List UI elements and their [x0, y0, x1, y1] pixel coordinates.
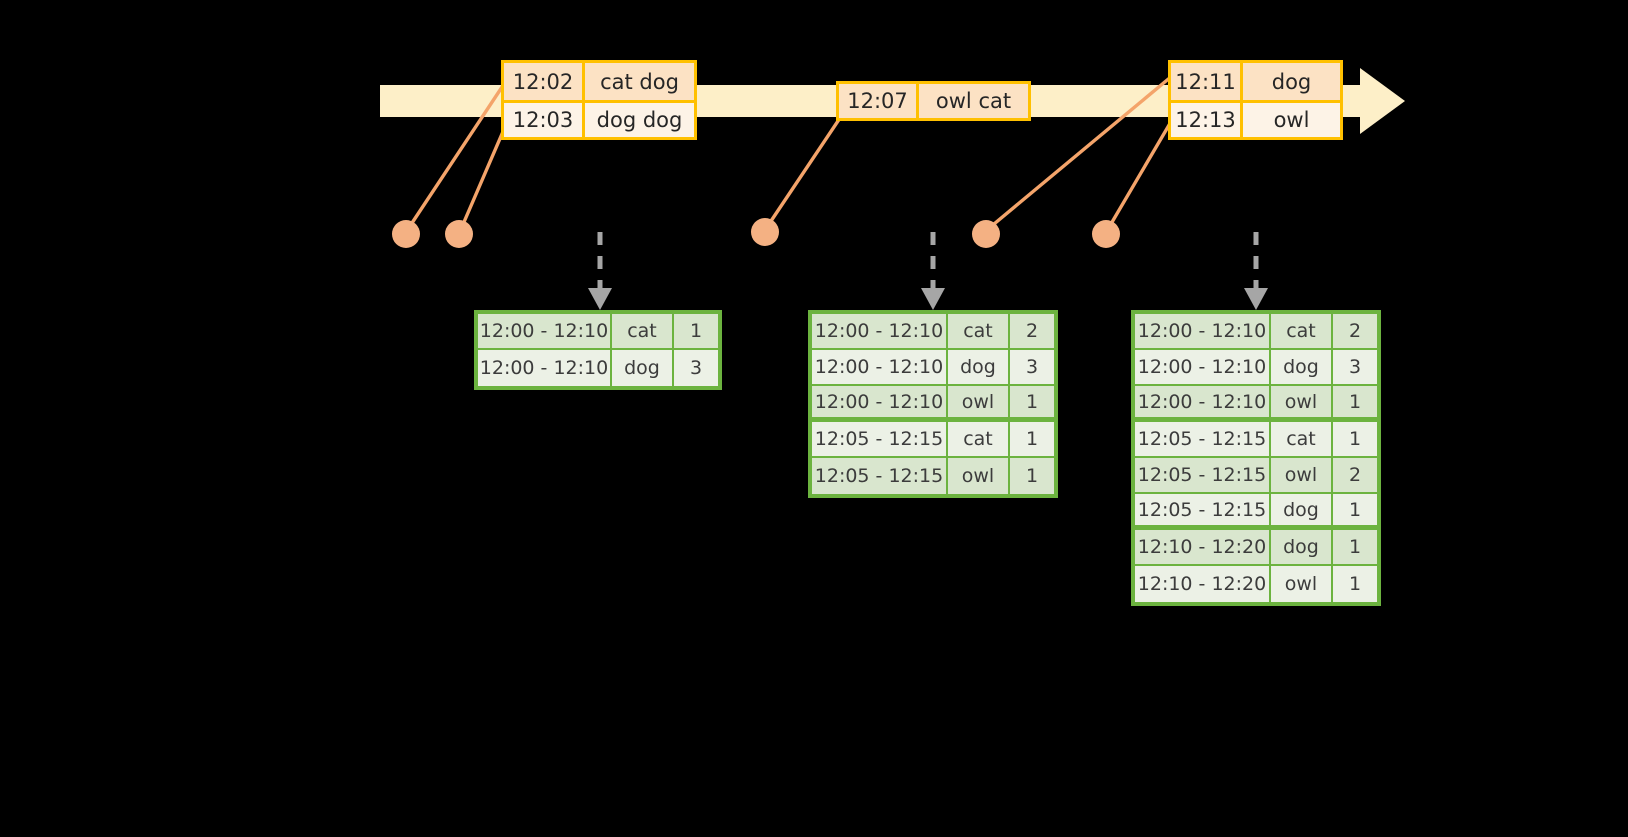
event-dot-5: [1092, 220, 1120, 248]
key-cell: owl: [1271, 458, 1333, 492]
window-cell: 12:00 - 12:10: [1135, 386, 1271, 417]
count-cell: 1: [1025, 465, 1039, 487]
key-cell: cat: [948, 422, 1010, 456]
window-cell: 12:00 - 12:10: [812, 314, 948, 348]
count-cell: 2: [1348, 320, 1362, 342]
key-cell: dog: [1271, 494, 1333, 525]
event-dot-2: [445, 220, 473, 248]
event-value: owl: [1273, 108, 1310, 132]
window-cell: 12:05 - 12:15: [1135, 422, 1271, 456]
window-cell: 12:05 - 12:15: [1135, 494, 1271, 525]
window-cell: 12:00 - 12:10: [812, 386, 948, 417]
event-time: 12:02: [504, 63, 585, 100]
key-cell: cat: [948, 314, 1010, 348]
event-box-3[interactable]: 12:11 dog 12:13 owl: [1168, 60, 1343, 140]
event-box-2[interactable]: 12:07 owl cat: [836, 81, 1031, 121]
event-value: owl cat: [935, 89, 1012, 113]
key-cell: cat: [1271, 314, 1333, 348]
connector-line-3: [765, 116, 842, 229]
emit-arrows: [588, 232, 1268, 310]
event-dots: [392, 218, 1120, 248]
window-cell: 12:05 - 12:15: [812, 422, 948, 456]
key-cell: dog: [1271, 530, 1333, 564]
event-time: 12:11: [1171, 63, 1243, 100]
window-cell: 12:10 - 12:20: [1135, 566, 1271, 602]
window-cell: 12:00 - 12:10: [1135, 314, 1271, 348]
key-cell: cat: [1271, 422, 1333, 456]
event-box-1[interactable]: 12:02 cat dog 12:03 dog dog: [501, 60, 697, 140]
count-cell: 1: [1348, 390, 1362, 413]
event-time: 12:07: [839, 84, 919, 118]
count-cell: 2: [1025, 320, 1039, 342]
window-cell: 12:05 - 12:15: [1135, 458, 1271, 492]
count-cell: 1: [1348, 498, 1362, 521]
emit-arrow-3: [1244, 232, 1268, 310]
connector-line-1: [406, 76, 510, 231]
window-cell: 12:00 - 12:10: [812, 350, 948, 384]
key-cell: dog: [1271, 350, 1333, 384]
event-dot-4: [972, 220, 1000, 248]
event-dot-3: [751, 218, 779, 246]
key-cell: dog: [948, 350, 1010, 384]
connector-line-5: [1106, 118, 1174, 231]
key-cell: owl: [948, 458, 1010, 494]
window-cell: 12:00 - 12:10: [1135, 350, 1271, 384]
emit-arrow-2: [921, 232, 945, 310]
key-cell: owl: [1271, 386, 1333, 417]
event-time: 12:03: [504, 103, 585, 137]
event-row: 12:11 dog: [1171, 63, 1340, 100]
count-cell: 1: [1348, 428, 1362, 450]
event-value: cat dog: [600, 69, 679, 94]
event-time: 12:13: [1171, 103, 1243, 137]
window-cell: 12:05 - 12:15: [812, 458, 948, 494]
key-cell: owl: [948, 386, 1010, 417]
event-value: dog: [1271, 69, 1312, 94]
count-cell: 1: [689, 320, 703, 342]
count-cell: 3: [689, 357, 703, 379]
event-row: 12:07 owl cat: [839, 84, 1028, 118]
count-cell: 1: [1025, 390, 1039, 413]
event-row: 12:03 dog dog: [504, 100, 694, 137]
key-cell: dog: [612, 350, 674, 386]
count-cell: 2: [1348, 464, 1362, 486]
event-dot-1: [392, 220, 420, 248]
window-cell: 12:10 - 12:20: [1135, 530, 1271, 564]
key-cell: owl: [1271, 566, 1333, 602]
window-cell: 12:00 - 12:10: [478, 350, 612, 386]
count-cell: 1: [1348, 573, 1362, 595]
event-row: 12:13 owl: [1171, 100, 1340, 137]
count-cell: 3: [1348, 356, 1362, 378]
event-row: 12:02 cat dog: [504, 63, 694, 100]
count-cell: 1: [1348, 536, 1362, 558]
window-cell: 12:00 - 12:10: [478, 314, 612, 348]
emit-arrow-1: [588, 232, 612, 310]
event-value: dog dog: [596, 108, 683, 132]
key-cell: cat: [612, 314, 674, 348]
count-cell: 1: [1025, 428, 1039, 450]
count-cell: 3: [1025, 356, 1039, 378]
